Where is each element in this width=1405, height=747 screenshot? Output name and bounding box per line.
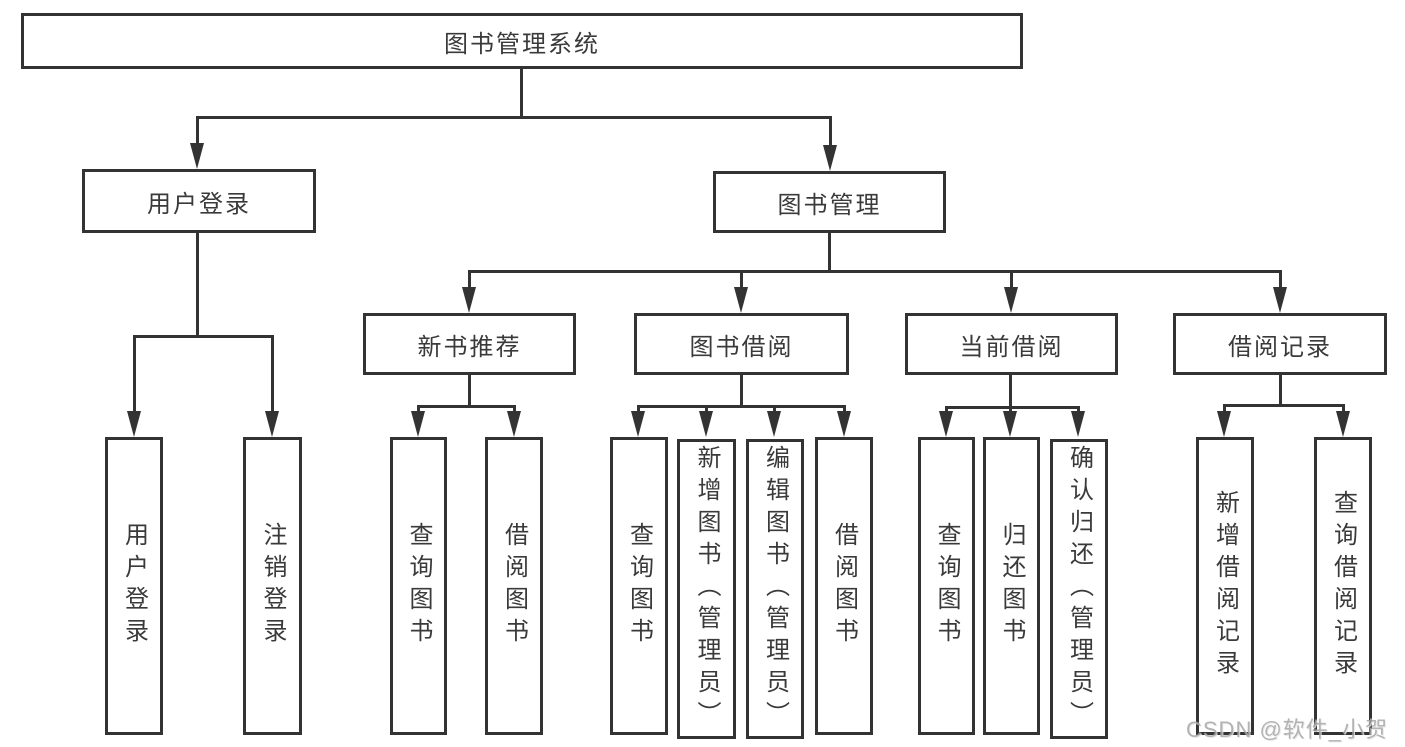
connector-hline bbox=[196, 116, 832, 119]
leaf-borrow-books-recommend-label: 借阅图书 bbox=[500, 522, 528, 650]
arrowhead-down-icon bbox=[1071, 411, 1085, 437]
leaf-add-book-admin-label: 新增图书（管理员） bbox=[693, 445, 720, 733]
leaf-logout-label: 注销登录 bbox=[259, 522, 286, 650]
leaf-add-book-admin: 新增图书（管理员） bbox=[677, 439, 736, 739]
node-book-management: 图书管理 bbox=[713, 171, 946, 233]
arrowhead-down-icon bbox=[1217, 411, 1231, 437]
connector-vline bbox=[773, 405, 776, 415]
arrowhead-down-icon bbox=[699, 411, 713, 437]
connector-vline bbox=[843, 405, 846, 415]
leaf-edit-book-admin: 编辑图书（管理员） bbox=[746, 439, 804, 739]
connector-vline bbox=[196, 116, 199, 146]
connector-vline bbox=[705, 405, 708, 415]
arrowhead-down-icon bbox=[265, 411, 279, 437]
connector-hline bbox=[417, 405, 516, 408]
leaf-return-book-label: 归还图书 bbox=[998, 522, 1025, 650]
leaf-query-borrow-record: 查询借阅记录 bbox=[1314, 437, 1372, 735]
node-current-borrow-label: 当前借阅 bbox=[959, 333, 1064, 361]
connector-vline bbox=[828, 233, 831, 272]
connector-vline bbox=[1279, 270, 1282, 290]
node-current-borrow: 当前借阅 bbox=[905, 313, 1118, 375]
leaf-return-book: 归还图书 bbox=[983, 437, 1040, 735]
leaf-borrow-books-label: 借阅图书 bbox=[830, 522, 858, 650]
node-root: 图书管理系统 bbox=[21, 13, 1023, 69]
leaf-add-borrow-record-label: 新增借阅记录 bbox=[1211, 490, 1239, 682]
connector-vline bbox=[637, 405, 640, 415]
arrowhead-down-icon bbox=[190, 143, 204, 169]
connector-vline bbox=[740, 375, 743, 408]
leaf-query-books-borrow: 查询图书 bbox=[610, 437, 668, 735]
csdn-watermark: CSDN @软件_小贺同学 bbox=[1186, 717, 1389, 742]
arrowhead-down-icon bbox=[127, 411, 141, 437]
connector-hline bbox=[1223, 404, 1345, 407]
arrowhead-down-icon bbox=[1336, 411, 1350, 437]
leaf-user-login: 用户登录 bbox=[105, 437, 163, 735]
connector-vline bbox=[271, 335, 274, 413]
node-book-management-label: 图书管理 bbox=[777, 191, 882, 219]
node-user-login-label: 用户登录 bbox=[147, 190, 251, 218]
arrowhead-down-icon bbox=[939, 411, 953, 437]
leaf-borrow-books-recommend: 借阅图书 bbox=[485, 437, 543, 735]
node-root-label: 图书管理系统 bbox=[444, 30, 600, 58]
arrowhead-down-icon bbox=[823, 145, 837, 171]
connector-vline bbox=[196, 233, 199, 337]
connector-vline bbox=[1010, 270, 1013, 290]
arrowhead-down-icon bbox=[631, 411, 645, 437]
leaf-query-books-borrow-label: 查询图书 bbox=[625, 522, 653, 650]
leaf-query-books-recommend-label: 查询图书 bbox=[405, 522, 432, 650]
leaf-query-books-recommend: 查询图书 bbox=[390, 437, 447, 735]
connector-vline bbox=[1223, 404, 1226, 414]
connector-hline bbox=[468, 270, 1282, 273]
arrowhead-down-icon bbox=[1004, 287, 1018, 313]
node-book-borrow: 图书借阅 bbox=[634, 313, 849, 375]
leaf-confirm-return-admin-label: 确认归还（管理员） bbox=[1065, 445, 1093, 733]
leaf-user-login-label: 用户登录 bbox=[120, 522, 148, 650]
connector-hline bbox=[133, 335, 274, 338]
leaf-edit-book-admin-label: 编辑图书（管理员） bbox=[761, 445, 789, 733]
connector-vline bbox=[1342, 404, 1345, 414]
node-book-borrow-label: 图书借阅 bbox=[689, 333, 794, 361]
leaf-query-books-current-label: 查询图书 bbox=[933, 522, 960, 650]
connector-vline bbox=[520, 69, 523, 118]
node-borrow-record-label: 借阅记录 bbox=[1228, 333, 1332, 361]
arrowhead-down-icon bbox=[507, 411, 521, 437]
connector-vline bbox=[740, 270, 743, 290]
node-new-book-recommend-label: 新书推荐 bbox=[417, 333, 522, 361]
leaf-add-borrow-record: 新增借阅记录 bbox=[1196, 437, 1254, 735]
node-user-login: 用户登录 bbox=[82, 169, 316, 233]
arrowhead-down-icon bbox=[1273, 287, 1287, 313]
connector-vline bbox=[1279, 375, 1282, 407]
arrowhead-down-icon bbox=[1003, 411, 1017, 437]
connector-vline bbox=[513, 405, 516, 415]
leaf-confirm-return-admin: 确认归还（管理员） bbox=[1050, 439, 1108, 739]
node-borrow-record: 借阅记录 bbox=[1173, 313, 1387, 375]
leaf-logout: 注销登录 bbox=[243, 437, 302, 735]
leaf-query-borrow-record-label: 查询借阅记录 bbox=[1329, 490, 1357, 682]
arrowhead-down-icon bbox=[767, 411, 781, 437]
leaf-query-books-current: 查询图书 bbox=[918, 437, 975, 735]
leaf-borrow-books: 借阅图书 bbox=[815, 437, 873, 735]
connector-vline bbox=[468, 375, 471, 408]
connector-vline bbox=[468, 270, 471, 290]
arrowhead-down-icon bbox=[837, 411, 851, 437]
connector-hline bbox=[637, 405, 846, 408]
connector-vline bbox=[133, 335, 136, 413]
arrowhead-down-icon bbox=[411, 411, 425, 437]
connector-vline bbox=[417, 405, 420, 415]
connector-vline bbox=[829, 116, 832, 148]
node-new-book-recommend: 新书推荐 bbox=[363, 313, 576, 375]
arrowhead-down-icon bbox=[734, 287, 748, 313]
connector-vline bbox=[1009, 375, 1012, 409]
connector-hline bbox=[945, 406, 1080, 409]
arrowhead-down-icon bbox=[462, 287, 476, 313]
